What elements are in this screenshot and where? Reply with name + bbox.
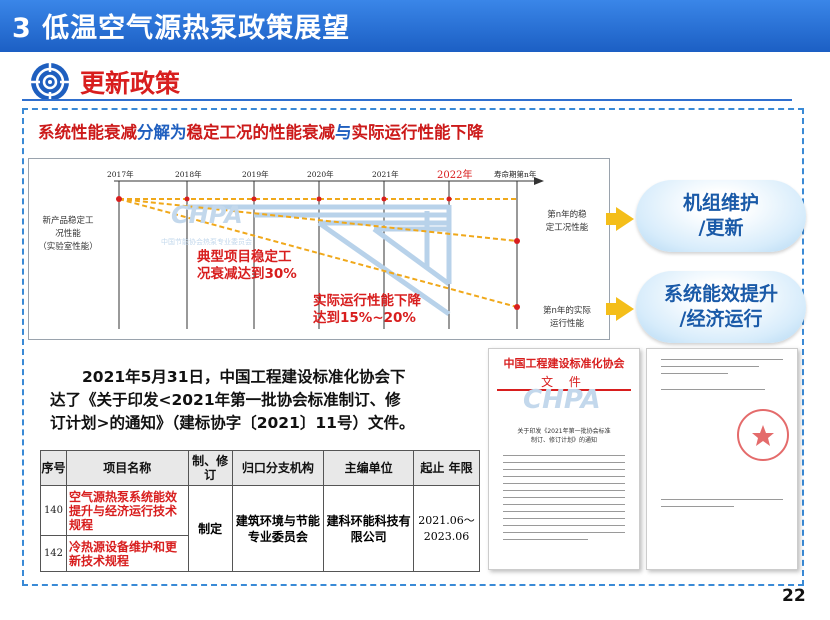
doc-text-lines	[503, 455, 625, 546]
actual-decline-note: 实际运行性能下降 达到15%~20%	[313, 293, 421, 326]
doc-kind: 文 件	[541, 375, 587, 389]
doc-caption: 关于印发《2021年第一批协会标准 制订、修订计划》的通知	[517, 428, 611, 444]
callout-maintenance: 机组维护 /更新	[636, 180, 806, 252]
page-title: 3 低温空气源热泵政策展望	[12, 13, 351, 44]
header-branch: 归口分支机构	[231, 450, 325, 486]
table-row: 140 空气源热泵系统能效提升与经济运行技术规程 制定 建筑环境与节能专业委员会…	[40, 485, 480, 572]
period-end: 2023.06	[423, 529, 470, 543]
callout-efficiency: 系统能效提升 /经济运行	[636, 271, 806, 343]
lab-performance-label: 新产品稳定工 况性能 （实验室性能）	[38, 216, 98, 252]
section-title: 更新政策	[80, 69, 181, 98]
actual-n-label: 第n年的实际 运行性能	[543, 306, 591, 329]
year-2017: 2017年	[107, 170, 134, 179]
chpa-watermark: CHPA	[171, 201, 243, 229]
paragraph-line-2: 达了《关于印发<2021年第一批协会标准制订、修	[50, 391, 401, 409]
row-type: 制定	[187, 485, 233, 572]
year-n: 寿命期第n年	[494, 170, 537, 179]
period-start: 2021.06～	[418, 513, 475, 527]
subtitle-part1: 系统性能衰减	[38, 123, 137, 142]
standards-table: 序号 项目名称 制、修订 归口分支机构 主编单位 起止 年限 140 空气源热泵…	[40, 450, 480, 572]
stable-decay-note: 典型项目稳定工 况衰减达到30%	[197, 249, 297, 282]
row-editor: 建科环能科技有限公司	[323, 485, 415, 572]
target-icon	[31, 63, 69, 101]
row-num: 140	[40, 485, 67, 536]
year-2022: 2022年	[437, 170, 473, 181]
degradation-bars	[187, 204, 452, 317]
doc2-text-lines-3	[661, 499, 783, 513]
chpa-watermark-sub: 中国节能协会热泵专业委员会	[161, 238, 252, 246]
title-bar: 3 低温空气源热泵政策展望	[0, 0, 830, 52]
arrow-right-icon	[616, 207, 634, 231]
subtitle-part4: 与	[335, 123, 352, 142]
arrow-right-icon	[616, 297, 634, 321]
doc-org: 中国工程建设标准化协会	[503, 357, 625, 370]
subtitle-part2: 分解为	[137, 123, 187, 142]
table-header-row: 序号 项目名称 制、修订 归口分支机构 主编单位 起止 年限	[40, 450, 480, 486]
stable-n-label: 第n年的稳 定工况性能	[545, 210, 589, 233]
timeline-arrowhead	[534, 177, 544, 185]
paragraph-line-3: 订计划>的通知》（建标协字〔2021〕11号）文件。	[50, 414, 415, 432]
actual-operation-line	[118, 198, 518, 308]
subtitle-part5: 实际运行性能下降	[351, 123, 484, 142]
paragraph-line-1: 2021年5月31日，中国工程建设标准化协会下	[82, 368, 406, 386]
degradation-diagram: 2017年 2018年 2019年 2020年 2021年 2022年 寿命期第…	[28, 158, 610, 340]
doc2-text-lines-2	[661, 389, 783, 396]
subtitle: 系统性能衰减分解为稳定工况的性能衰减与实际运行性能下降	[38, 119, 484, 143]
official-seal-icon	[737, 409, 789, 461]
section-divider	[22, 99, 792, 101]
data-points	[116, 196, 520, 310]
header-type: 制、修订	[187, 450, 233, 486]
content-frame	[22, 108, 804, 586]
header-period: 起止 年限	[413, 450, 480, 486]
doc2-text-lines	[661, 359, 783, 380]
row-name: 空气源热泵系统能效提升与经济运行技术规程	[65, 485, 189, 536]
arrow-tail-2	[606, 303, 618, 315]
year-2018: 2018年	[175, 170, 202, 179]
row-name: 冷热源设备维护和更新技术规程	[65, 535, 189, 572]
subtitle-part3: 稳定工况的性能衰减	[186, 123, 336, 142]
row-branch: 建筑环境与节能专业委员会	[231, 485, 325, 572]
arrow-tail-1	[606, 213, 618, 225]
header-name: 项目名称	[65, 450, 189, 486]
row-num: 142	[40, 535, 67, 572]
page-number: 22	[782, 586, 806, 606]
notice-document-front: 中国工程建设标准化协会 文 件 CHPA 关于印发《2021年第一批协会标准 制…	[488, 348, 640, 570]
header-num: 序号	[40, 450, 67, 486]
diagram-graphics	[114, 177, 544, 329]
row-period: 2021.06～ 2023.06	[413, 485, 480, 572]
stable-condition-line	[118, 198, 518, 242]
header-editor: 主编单位	[323, 450, 415, 486]
year-2020: 2020年	[307, 170, 334, 179]
year-2019: 2019年	[242, 170, 269, 179]
notice-document-back	[646, 348, 798, 570]
notice-paragraph: 2021年5月31日，中国工程建设标准化协会下 达了《关于印发<2021年第一批…	[50, 366, 470, 435]
table-row: 142 冷热源设备维护和更新技术规程	[40, 535, 480, 572]
doc-chpa-watermark: CHPA	[523, 385, 601, 415]
doc-red-rule	[497, 389, 631, 391]
year-2021: 2021年	[372, 170, 399, 179]
